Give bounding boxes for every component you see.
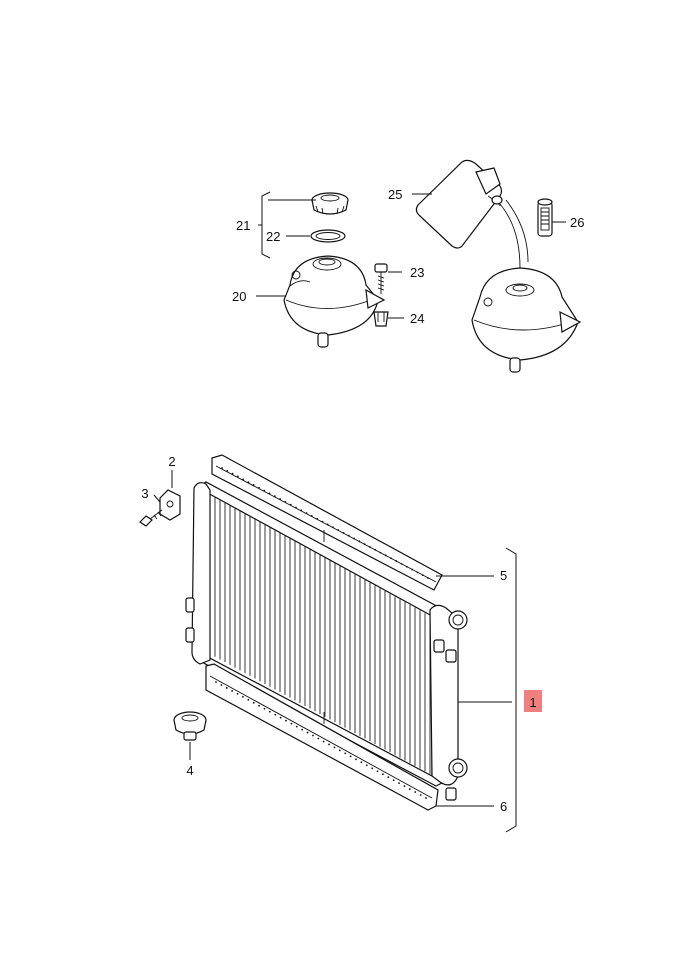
expansion-tank[interactable] — [283, 255, 386, 348]
callout-25[interactable]: 25 — [388, 187, 402, 202]
callout-26[interactable]: 26 — [570, 215, 584, 230]
callout-2[interactable]: 2 — [168, 454, 175, 469]
reservoir-cap[interactable] — [311, 192, 349, 215]
bolt[interactable] — [374, 263, 388, 294]
mounting-bracket[interactable] — [159, 489, 181, 521]
radiator[interactable] — [185, 481, 468, 801]
coolant-stream — [499, 199, 529, 269]
coolant-fill-assembly — [415, 159, 582, 373]
callout-1[interactable]: 1 — [529, 695, 536, 710]
expansion-tank-fill[interactable] — [471, 267, 582, 373]
callout-23[interactable]: 23 — [410, 265, 424, 280]
seal-ring[interactable] — [310, 229, 346, 243]
callout-24[interactable]: 24 — [410, 311, 424, 326]
clip-nut[interactable] — [373, 311, 389, 327]
callout-20[interactable]: 20 — [232, 289, 246, 304]
leader-lines — [153, 191, 566, 807]
callout-6[interactable]: 6 — [500, 799, 507, 814]
callout-1-highlight — [524, 690, 542, 712]
callout-21[interactable]: 21 — [236, 218, 250, 233]
rubber-mount[interactable] — [173, 711, 207, 741]
callout-labels: 1 2 3 4 5 6 20 21 22 23 24 25 26 — [141, 187, 584, 814]
hydrometer-tester[interactable] — [537, 198, 553, 237]
upper-seal-strip[interactable] — [211, 454, 443, 591]
coolant-bottle[interactable] — [415, 159, 503, 249]
callout-3[interactable]: 3 — [141, 486, 148, 501]
expansion-tank-assembly-left — [283, 192, 389, 348]
screw[interactable] — [139, 509, 163, 527]
group-brace — [505, 547, 517, 833]
callout-22[interactable]: 22 — [266, 229, 280, 244]
callout-5[interactable]: 5 — [500, 568, 507, 583]
callout-4[interactable]: 4 — [186, 763, 193, 778]
radiator-assembly — [139, 454, 517, 833]
